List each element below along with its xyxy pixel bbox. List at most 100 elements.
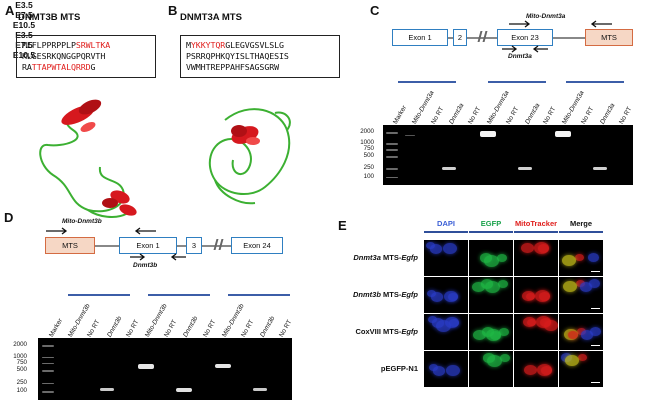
cell-blob	[472, 282, 485, 293]
panel-c-exon-1: Exon 1	[392, 29, 448, 46]
cell-blob	[490, 331, 501, 340]
panel-c-primer-top: Mito-Dnmt3a	[526, 13, 566, 20]
sequence-segment: M	[186, 40, 191, 50]
panel-d-primer-top: Mito-Dnmt3b	[62, 218, 102, 225]
microscopy-image	[559, 277, 603, 313]
panel-b-sequence-box: MYKKYTQRGLEGVGSVLSLG PSRRQPHKQYISLTHAQES…	[180, 35, 340, 78]
panel-a-title: DNMT3B MTS	[18, 12, 81, 23]
lane-label: No RT	[542, 105, 558, 126]
sequence-segment: TTAPWTALQRRD	[31, 62, 91, 72]
lane-label: Dnmt3b	[105, 315, 124, 339]
lane-label: Dnmt3b	[182, 315, 200, 339]
sequence-segment: G	[90, 62, 96, 72]
microscopy-image	[559, 240, 603, 276]
scale-bar	[591, 344, 600, 346]
lane-label: No RT	[201, 318, 217, 339]
gel-band	[480, 131, 496, 137]
marker-size-label: 100	[363, 172, 374, 180]
panel-d-letter: D	[4, 210, 14, 225]
panel-c-primer-arrows-bottom	[502, 45, 548, 53]
cell-blob	[436, 320, 451, 332]
gel-band	[386, 143, 398, 145]
column-header: DAPI	[437, 219, 455, 228]
column-underline	[424, 231, 468, 233]
panel-d-mts-box: MTS	[45, 237, 95, 254]
cell-blob	[562, 255, 576, 267]
gel-band	[592, 167, 607, 170]
panel-c-primer-arrows-top	[509, 20, 612, 28]
panel-c-timepoint-e75: E7.5	[15, 10, 33, 20]
microscopy-image	[469, 240, 513, 276]
column-underline	[559, 231, 603, 233]
row-label-part: pEGFP-N1	[380, 364, 418, 373]
gel-band	[555, 131, 572, 137]
lane-label: No RT	[124, 318, 141, 339]
cell-blob	[443, 243, 457, 255]
cell-blob	[448, 293, 458, 301]
row-label: Dnmt3b MTS-Egfp	[308, 290, 418, 299]
sequence-segment: MLFLPPRPPLP	[22, 40, 76, 50]
cell-blob	[524, 365, 537, 376]
panel-a-protein-structure	[39, 99, 137, 218]
cell-blob	[581, 330, 593, 340]
panel-c-letter: C	[370, 3, 380, 18]
cell-blob	[431, 292, 443, 302]
cell-blob	[526, 293, 535, 301]
panel-c-mts-box: MTS	[585, 29, 633, 46]
microscopy-image	[469, 351, 513, 387]
cell-blob	[589, 279, 600, 288]
marker-size-label: 500	[363, 152, 374, 160]
panel-d-timepoint-underline	[68, 294, 130, 296]
lane-label: No RT	[580, 105, 596, 126]
row-label-part: MTS-	[380, 253, 402, 262]
row-label: Dnmt3a MTS-Egfp	[308, 253, 418, 262]
cell-blob	[538, 244, 549, 253]
row-label: CoxVIII MTS-Egfp	[308, 327, 418, 336]
panel-c-timepoint-underline	[398, 81, 456, 83]
gel-band	[214, 364, 231, 369]
panel-a-letter: A	[5, 3, 15, 18]
cell-blob	[590, 327, 601, 336]
row-label: pEGFP-N1	[308, 364, 418, 373]
gel-band	[42, 391, 54, 393]
cell-blob	[521, 243, 534, 254]
cell-blob	[580, 282, 592, 292]
lane-label: No RT	[278, 318, 294, 339]
panel-d-gel	[38, 338, 292, 400]
sequence-segment: KLGESRKQNGGPQRVTH	[22, 51, 106, 61]
sequence-segment: RA	[22, 62, 32, 72]
panel-c-gel	[383, 125, 633, 185]
scale-bar	[591, 270, 600, 272]
cell-blob	[499, 328, 509, 336]
cell-blob	[484, 255, 499, 267]
microscopy-image	[559, 351, 603, 387]
sequence-segment: GLEGVGSVLSLG	[225, 40, 284, 50]
gel-band	[42, 345, 54, 347]
microscopy-image	[424, 240, 468, 276]
lane-label: Dnmt3a	[448, 102, 466, 126]
row-label-part: MTS-	[380, 290, 402, 299]
cell-blob	[539, 292, 550, 301]
lane-label: Marker	[392, 104, 409, 126]
column-underline	[514, 231, 558, 233]
lane-label: No RT	[86, 318, 102, 339]
cell-blob	[473, 330, 486, 341]
cell-blob	[485, 281, 500, 293]
lane-label: No RT	[504, 105, 521, 126]
panel-d-exon-1: Exon 1	[119, 237, 177, 254]
microscopy-image	[424, 351, 468, 387]
panel-c-timepoint-underline	[566, 81, 624, 83]
gel-band	[42, 382, 54, 385]
lane-label: No RT	[467, 105, 483, 126]
cell-blob	[498, 280, 508, 288]
microscopy-image	[514, 240, 558, 276]
microscopy-image	[514, 277, 558, 313]
row-label-part: Egfp	[401, 290, 418, 299]
cell-blob	[449, 319, 459, 327]
panel-c-exon-2: 2	[453, 29, 467, 46]
lane-label: Dnmt3a	[598, 102, 617, 126]
cell-blob	[544, 320, 558, 332]
panel-c-exon-23: Exon 23	[497, 29, 553, 46]
column-header: EGFP	[480, 219, 502, 228]
gel-band	[42, 370, 54, 372]
